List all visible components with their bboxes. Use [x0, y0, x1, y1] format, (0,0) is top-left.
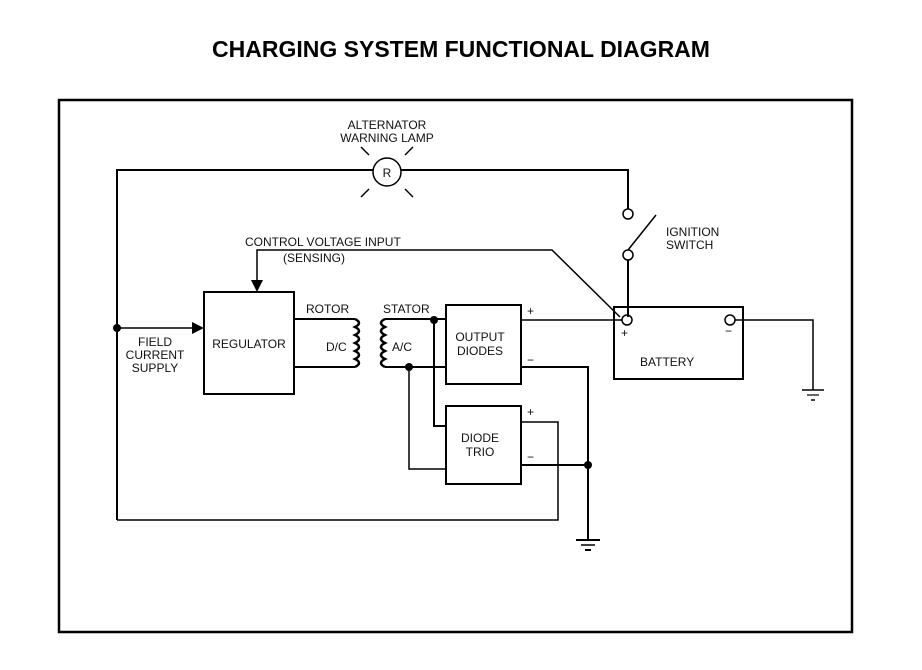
ignition-switch-icon	[622, 208, 657, 317]
output-diodes-label-line2: DIODES	[457, 344, 503, 358]
output-wires	[521, 319, 622, 540]
warning-lamp-icon	[360, 146, 414, 198]
stator-coil-icon	[379, 317, 388, 369]
ignition-switch-label-line1: IGNITION	[666, 225, 719, 239]
battery-block	[613, 306, 744, 380]
rotor-type-label: D/C	[326, 340, 347, 354]
field-current-label-line3: SUPPLY	[132, 361, 178, 375]
field-current-label-line1: FIELD	[138, 335, 172, 349]
field-current-label-line2: CURRENT	[126, 348, 185, 362]
ground-icon	[576, 539, 600, 551]
lamp-circuit-wire	[116, 169, 629, 520]
control-voltage-label-line2: (SENSING)	[283, 251, 345, 265]
diagram-title: CHARGING SYSTEM FUNCTIONAL DIAGRAM	[212, 36, 710, 62]
diode-trio-block	[445, 405, 522, 485]
output-diodes-label-line1: OUTPUT	[455, 330, 505, 344]
diode-trio-label-line2: TRIO	[466, 445, 495, 459]
rotor-label: ROTOR	[306, 302, 349, 316]
rotor-coil-icon	[352, 317, 361, 369]
rotor-wires	[294, 318, 355, 368]
lamp-symbol: R	[383, 166, 392, 180]
battery-minus: −	[725, 324, 732, 338]
output-diodes-block	[445, 304, 522, 385]
stator-label: STATOR	[383, 302, 430, 316]
lamp-label-line1: ALTERNATOR	[348, 118, 427, 132]
lamp-label-line2: WARNING LAMP	[340, 131, 434, 145]
battery-positive-terminal-icon	[621, 314, 633, 326]
outer-frame	[57, 98, 854, 634]
diode-trio-plus: +	[527, 405, 534, 419]
battery-ground-icon	[802, 389, 824, 401]
regulator-label: REGULATOR	[212, 337, 286, 351]
regulator-block	[203, 291, 295, 395]
field-current-wire	[113, 322, 204, 334]
battery-label: BATTERY	[640, 355, 694, 369]
sensing-wire	[251, 249, 621, 318]
control-voltage-label-line1: CONTROL VOLTAGE INPUT	[245, 235, 401, 249]
stator-wires	[385, 316, 446, 470]
ignition-switch-label-line2: SWITCH	[666, 238, 713, 252]
output-diodes-plus: +	[527, 304, 534, 318]
battery-ground-wire	[735, 319, 814, 390]
diode-trio-label-line1: DIODE	[461, 431, 499, 445]
output-diodes-minus: −	[527, 353, 534, 367]
stator-type-label: A/C	[392, 340, 412, 354]
diode-trio-minus: −	[527, 450, 534, 464]
battery-plus: +	[621, 326, 628, 340]
diode-trio-wires	[117, 421, 592, 521]
